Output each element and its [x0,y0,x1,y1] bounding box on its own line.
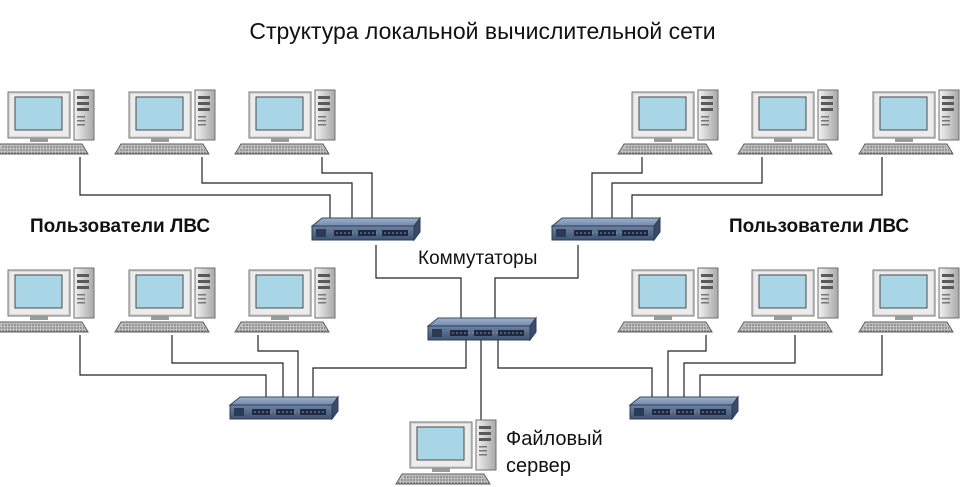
workstation-icon [0,267,95,333]
file-server-label: Файловый сервер [506,426,603,480]
workstation-icon [858,89,960,155]
core-switch-icon [427,317,537,341]
file-server-label-line2: сервер [506,455,571,477]
workstation-icon [234,267,336,333]
users-right-label: Пользователи ЛВС [729,216,910,237]
workstation-icon [737,267,839,333]
switches-label: Коммутаторы [418,248,538,269]
file-server-icon [395,419,497,485]
workstation-icon [0,89,95,155]
switch-top-left-icon [311,217,421,241]
workstation-icon [737,89,839,155]
network-links [79,157,883,430]
workstation-icon [858,267,960,333]
switch-top-right-icon [551,217,661,241]
users-left-label: Пользователи ЛВС [30,216,211,237]
file-server-label-line1: Файловый [506,428,603,450]
workstation-icon [114,89,216,155]
workstation-icon [234,89,336,155]
diagram-title: Структура локальной вычислительной сети [249,18,716,44]
switch-bottom-left-icon [229,396,339,420]
workstation-icon [114,267,216,333]
workstation-icon [617,267,719,333]
workstation-icon [617,89,719,155]
switch-bottom-right-icon [629,396,739,420]
